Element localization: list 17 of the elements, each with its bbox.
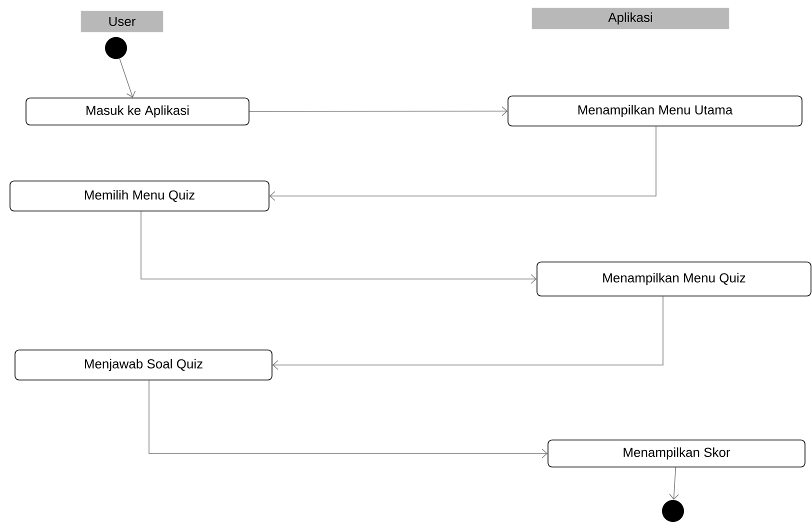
activity-box: Menampilkan Menu Quiz (536, 262, 812, 296)
arrow (140, 211, 537, 284)
arrow (249, 106, 508, 116)
lane-header: User (80, 10, 164, 32)
activity-box: Masuk ke Aplikasi (26, 98, 250, 126)
arrow (148, 380, 548, 458)
arrow (119, 58, 136, 98)
activity-box: Menampilkan Menu Utama (508, 96, 802, 126)
arrow (669, 467, 679, 500)
activity-box: Menjawab Soal Quiz (14, 350, 272, 380)
arrow (272, 296, 664, 370)
lane-header: Aplikasi (532, 8, 730, 30)
activity-box: Memilih Menu Quiz (10, 180, 270, 212)
state-dot (105, 37, 127, 59)
arrow (269, 126, 656, 201)
state-dot (662, 500, 684, 522)
activity-box: Menampilkan Skor (548, 440, 806, 468)
